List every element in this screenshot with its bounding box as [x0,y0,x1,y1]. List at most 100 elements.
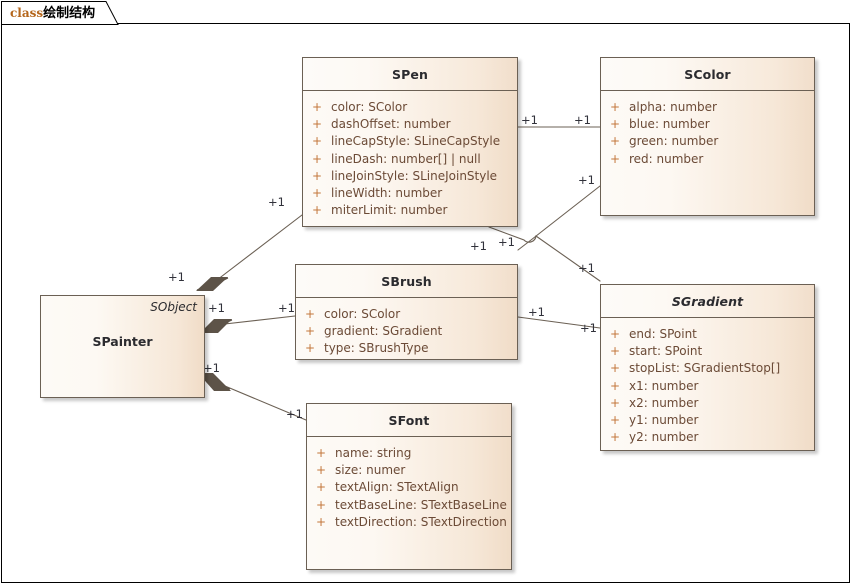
attribute-signature: x2: number [629,395,699,410]
spen-title: SPen [392,66,428,82]
frame-tab-shape [1,1,119,25]
attribute-signature: name: string [335,446,412,460]
spen-header: SPen [303,58,517,91]
attribute-signature: y2: number [629,430,699,445]
attribute-signature: start: SPoint [629,344,703,359]
attribute-visibility: + [311,100,323,114]
attribute-visibility: + [609,344,621,359]
attribute-signature: type: SBrushType [324,341,429,356]
attribute-signature: size: numer [335,463,406,478]
attribute-row: +lineWidth: number [303,186,517,203]
multiplicity-label: +1 [286,407,303,421]
sgradient-attributes: + end: SPoint + start: SPoint + stopList: SGr… [601,318,814,453]
attribute-visibility: + [311,117,323,132]
attribute-visibility: + [311,134,323,149]
attribute-signature: textBaseLine: STextBaseLine [335,497,507,512]
attribute-signature: end: SPoint [629,327,697,341]
attribute-row: + start: SPoint [601,344,814,361]
attribute-signature: textDirection: STextDirection [335,514,507,529]
class-box-scolor[interactable]: SColor +alpha: number+blue: number+green… [600,57,815,216]
link-painter-brush [215,315,296,326]
frame-tab-label: class绘制结构 [10,4,95,23]
attribute-visibility: + [304,324,316,339]
attribute-row: +green: number [601,134,814,151]
composition-diamond-pen [196,277,229,291]
spainter-title: SPainter [92,334,153,349]
attribute-visibility: + [315,463,327,478]
multiplicity-label: +1 [578,261,595,275]
attribute-visibility: + [609,430,621,445]
attribute-visibility: + [304,341,316,356]
attribute-signature: dashOffset: number [331,117,451,132]
attribute-signature: lineDash: number[] | null [331,151,481,166]
multiplicity-label: +1 [574,113,591,127]
attribute-signature: alpha: number [629,100,717,114]
diagram-frame-tab: class绘制结构 [1,1,119,25]
class-box-sfont[interactable]: SFont +name: string+size: numer+textAlig… [306,403,512,570]
diagram-frame-top-edge [116,23,850,24]
attribute-signature: miterLimit: number [331,203,448,218]
diamond-pen-body [196,277,228,291]
attribute-visibility: + [315,497,327,512]
attribute-visibility: + [609,134,621,149]
class-box-sgradient[interactable]: SGradient + end: SPoint + start: SPoint + sto… [600,284,815,451]
sgradient-title: SGradient [671,293,744,309]
attribute-row: + dashOffset: number [303,117,517,134]
scolor-attributes: +alpha: number+blue: number+green: numbe… [601,91,814,175]
attribute-visibility: + [315,446,327,460]
attribute-row: + name: string [307,446,511,463]
attribute-visibility: + [315,514,327,529]
sbrush-header: SBrush [296,265,517,298]
multiplicity-label: +1 [580,321,597,335]
attribute-visibility: + [311,203,323,218]
attribute-row: + y2: number [601,430,814,447]
attribute-row: +lineDash: number[] | null [303,152,517,169]
sfont-header: SFont [307,404,511,437]
attribute-signature: color: SColor [324,307,401,321]
sfont-title: SFont [388,412,430,428]
attribute-visibility: + [311,168,323,183]
attribute-row: +alpha: number [601,100,814,117]
sbrush-title: SBrush [381,273,432,289]
sfont-attributes: +name: string+size: numer+textAlign: STe… [307,437,511,538]
attribute-signature: lineWidth: number [331,185,443,200]
multiplicity-label: +1 [528,305,545,319]
attribute-visibility: + [609,395,621,410]
multiplicity-label: +1 [278,301,295,315]
multiplicity-label: +1 [208,301,225,315]
attribute-signature: stopList: SGradientStop[] [629,361,781,376]
attribute-row: + textDirection: STextDirection [307,515,511,532]
sbrush-attributes: +color: SColor+gradient: SGradient+type:… [296,298,517,365]
frame-tab-name: 绘制结构 [43,6,96,21]
frame-tab-keyword: class [10,6,44,20]
attribute-signature: lineJoinStyle: SLineJoinStyle [331,168,498,183]
attribute-row: + textBaseLine: STextBaseLine [307,498,511,515]
attribute-row: +color: SColor [303,100,517,117]
attribute-signature: x1: number [629,378,699,393]
multiplicity-label: +1 [470,239,487,253]
multiplicity-label: +1 [268,195,285,209]
attribute-signature: lineCapStyle: SLineCapStyle [331,134,501,149]
multiplicity-label: +1 [498,235,515,249]
multiplicity-label: +1 [203,361,220,375]
class-box-spainter[interactable]: SObject SPainter [40,295,205,398]
scolor-header: SColor [601,58,814,91]
class-box-spen[interactable]: SPen +color: SColor+dashOffset: number+l… [302,57,518,227]
attribute-visibility: + [609,378,621,393]
attribute-visibility: + [609,117,621,132]
attribute-row: + miterLimit: number [303,203,517,220]
attribute-signature: red: number [629,151,704,166]
attribute-row: + x2: number [601,396,814,413]
attribute-signature: blue: number [629,117,710,132]
attribute-row: +red: number [601,152,814,169]
class-box-sbrush[interactable]: SBrush +color: SColor+gradient: SGradien… [295,264,518,360]
spainter-parent-label: SObject [150,300,197,314]
attribute-visibility: + [609,327,621,341]
attribute-row: + color: SColor [296,307,517,324]
attribute-signature: y1: number [629,412,699,427]
attribute-row: + blue: number [601,117,814,134]
multiplicity-label: +1 [578,173,595,187]
attribute-row: + lineJoinStyle: SLineJoinStyle [303,169,517,186]
attribute-visibility: + [304,307,316,321]
